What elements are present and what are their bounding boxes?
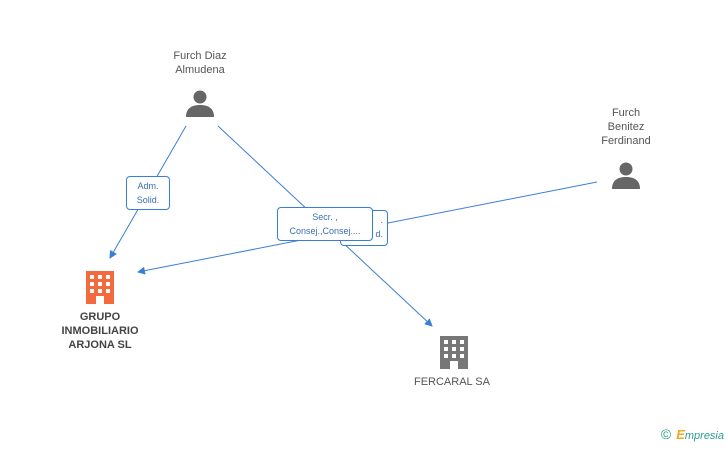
brand-name: mpresia xyxy=(684,430,724,442)
edge-label-secr-consej[interactable]: Secr. , Consej.,Consej.... xyxy=(277,207,373,241)
building-icon[interactable] xyxy=(440,336,468,369)
person-icon[interactable] xyxy=(612,162,640,190)
brand-initial: E xyxy=(676,427,685,442)
building-icon[interactable] xyxy=(86,271,114,304)
brand-footer: © Empresia xyxy=(661,426,724,442)
person-icon[interactable] xyxy=(186,90,214,118)
company-name-grupo-inmobiliario[interactable]: GRUPO INMOBILIARIO ARJONA SL xyxy=(61,311,139,351)
person-name-furch-diaz[interactable]: Furch Diaz Almudena xyxy=(173,50,227,76)
edge-label-adm-solid[interactable]: Adm. Solid. xyxy=(126,176,170,210)
company-name-fercaral[interactable]: FERCARAL SA xyxy=(413,376,490,388)
person-name-furch-benitez[interactable]: Furch Benitez Ferdinand xyxy=(601,107,651,147)
copyright-symbol: © xyxy=(660,426,672,442)
